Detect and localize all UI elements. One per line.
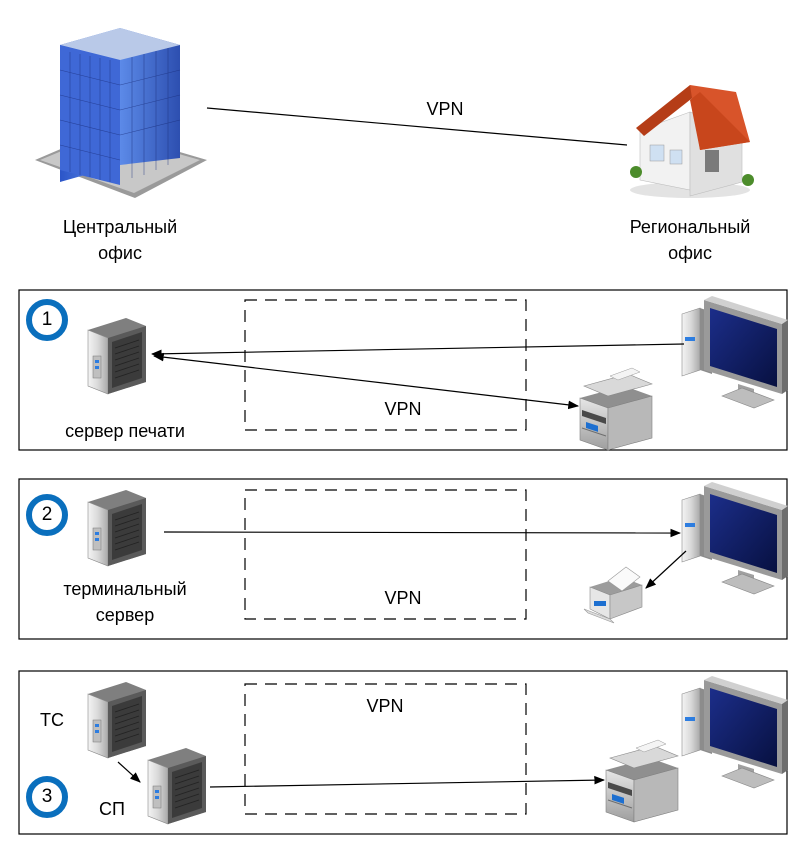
mfp-printer-icon: [605, 739, 679, 823]
mfp-printer-icon: [579, 367, 653, 451]
scenario-3-number: 3: [41, 786, 53, 807]
ts-label: ТС: [40, 710, 64, 730]
vpn-label-1: VPN: [384, 399, 422, 419]
desktop-printer-icon: [583, 566, 643, 624]
scenario-1-number: 1: [41, 309, 53, 330]
terminal-server-icon: [87, 489, 147, 567]
central-office-icon: [35, 28, 207, 198]
workstation-icon: [681, 481, 789, 595]
print-server-icon: [147, 747, 207, 825]
vpn-label-top: VPN: [426, 99, 464, 119]
print-server-icon: [87, 317, 147, 395]
terminal-server-icon: [87, 681, 147, 759]
scenario-1-badge: [26, 299, 68, 341]
print-server-label: сервер печати: [65, 421, 185, 441]
vpn-link-offices: [206, 107, 628, 146]
arrow-terminal-server-to-workstation: [163, 528, 682, 538]
terminal-server-label: терминальный сервер: [63, 579, 187, 625]
regional-office-label: Региональный офис: [629, 217, 751, 263]
workstation-icon: [681, 295, 789, 409]
central-office-label: Центральный офис: [62, 217, 178, 263]
arrow-workstation-to-printer: [645, 550, 687, 589]
scenario-2-number: 2: [41, 504, 53, 525]
scenario-3-badge: [26, 776, 68, 818]
scenario-2-badge: [26, 494, 68, 536]
regional-office-icon: [630, 85, 754, 198]
sp-label: СП: [99, 799, 125, 819]
workstation-icon: [681, 675, 789, 789]
arrow-workstation-to-print-server: [150, 343, 685, 359]
vpn-label-3: VPN: [366, 696, 404, 716]
scenario-2-vpn-tunnel: [244, 489, 527, 620]
arrow-ts-to-sp: [117, 761, 141, 783]
arrow-print-server-to-mfp: [152, 352, 580, 410]
vpn-label-2: VPN: [384, 588, 422, 608]
arrow-sp-to-mfp: [209, 775, 606, 788]
scenario-3-vpn-tunnel: [244, 683, 527, 815]
